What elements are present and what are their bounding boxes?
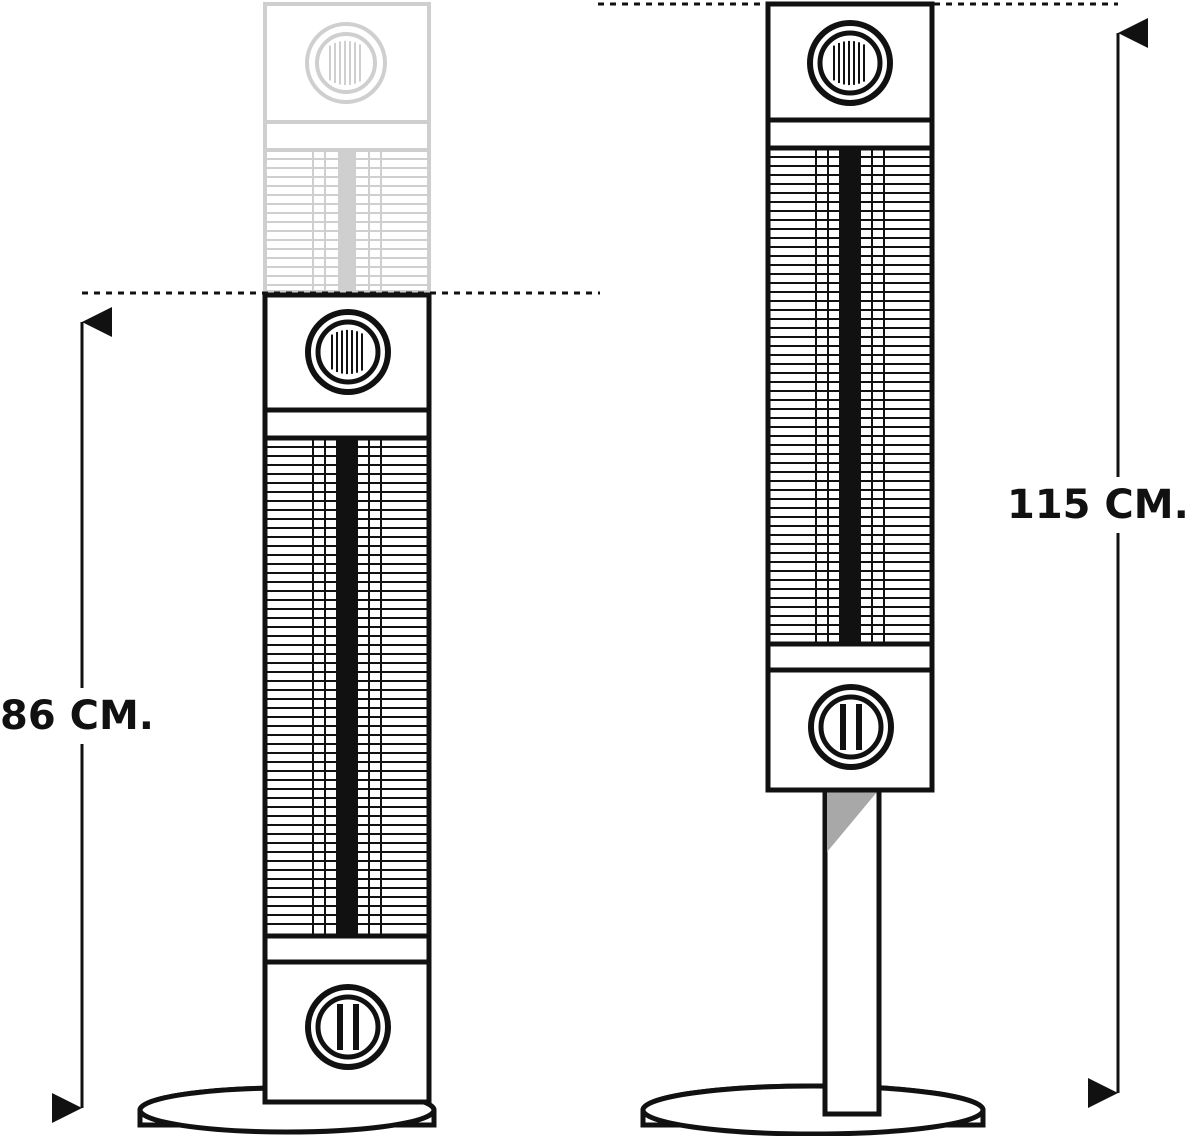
ghost-extended-outline — [263, 2, 431, 294]
heater-extended — [640, 1, 986, 1136]
top-band-left — [262, 407, 432, 441]
bottom-band-left — [262, 933, 432, 967]
knob-bottom-right-icon — [808, 684, 894, 770]
knob-bottom-left-icon — [305, 984, 391, 1070]
bottom-band-right — [765, 641, 935, 675]
heater-collapsed — [137, 2, 437, 1135]
height-label-extended: 115 CM. — [1003, 477, 1189, 533]
knob-top-right-icon — [807, 20, 893, 106]
dimension-lines — [52, 2, 1148, 1123]
height-label-collapsed: 86 CM. — [0, 688, 158, 744]
heating-grill-right — [765, 145, 935, 649]
knob-top-left-icon — [305, 309, 391, 395]
top-band-right — [765, 117, 935, 151]
base-right — [640, 1083, 986, 1136]
pole-right — [822, 787, 882, 1117]
heating-grill-left — [262, 435, 432, 939]
